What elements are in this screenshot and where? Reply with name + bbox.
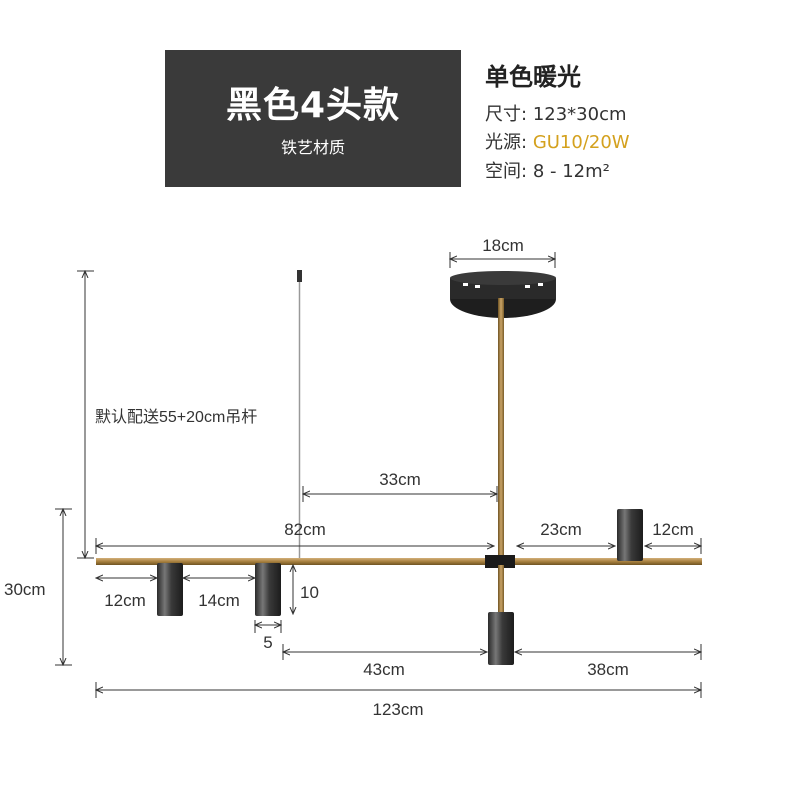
spec-title: 单色暖光 — [485, 63, 581, 91]
dim-33: 33cm — [379, 470, 421, 489]
lamp-head — [157, 563, 183, 616]
lamp-head — [255, 563, 281, 616]
spec-size: 尺寸: 123*30cm — [485, 100, 627, 126]
spec-space: 空间: 8 - 12m² — [485, 157, 610, 183]
dim-12-left: 12cm — [104, 591, 146, 610]
ceiling-canopy — [450, 271, 556, 318]
spec-size-value: 123*30cm — [532, 104, 627, 125]
dim-14: 14cm — [198, 591, 240, 610]
dim-43: 43cm — [363, 660, 405, 679]
lamp-head — [488, 565, 514, 665]
spec-source: 光源: GU10/20W — [485, 128, 630, 154]
spec-space-value: 8 - 12m² — [532, 161, 610, 182]
dim-canopy-width: 18cm — [482, 236, 524, 255]
dim-23: 23cm — [540, 520, 582, 539]
suspension-wire — [297, 270, 302, 560]
lamp-head — [617, 509, 643, 561]
product-title: 黑色4头款 — [225, 85, 401, 126]
spec-source-label: 光源: — [485, 132, 528, 153]
dim-5: 5 — [263, 633, 272, 652]
title-panel: 黑色4头款 铁艺材质 — [165, 50, 461, 187]
dim-82: 82cm — [284, 520, 326, 539]
product-material: 铁艺材质 — [280, 138, 345, 157]
spec-size-label: 尺寸: — [485, 104, 528, 125]
spec-space-label: 空间: — [485, 161, 528, 182]
dim-rod-note: 默认配送55+20cm吊杆 — [95, 408, 257, 426]
main-stem — [498, 298, 504, 560]
dim-12-right: 12cm — [652, 520, 694, 539]
dim-38: 38cm — [587, 660, 629, 679]
horizontal-bar — [96, 558, 702, 565]
dim-10: 10 — [300, 583, 319, 602]
dim-123: 123cm — [372, 700, 423, 719]
spec-source-value: GU10/20W — [532, 132, 630, 153]
dim-30: 30cm — [4, 580, 46, 599]
bar-connector — [485, 555, 515, 568]
